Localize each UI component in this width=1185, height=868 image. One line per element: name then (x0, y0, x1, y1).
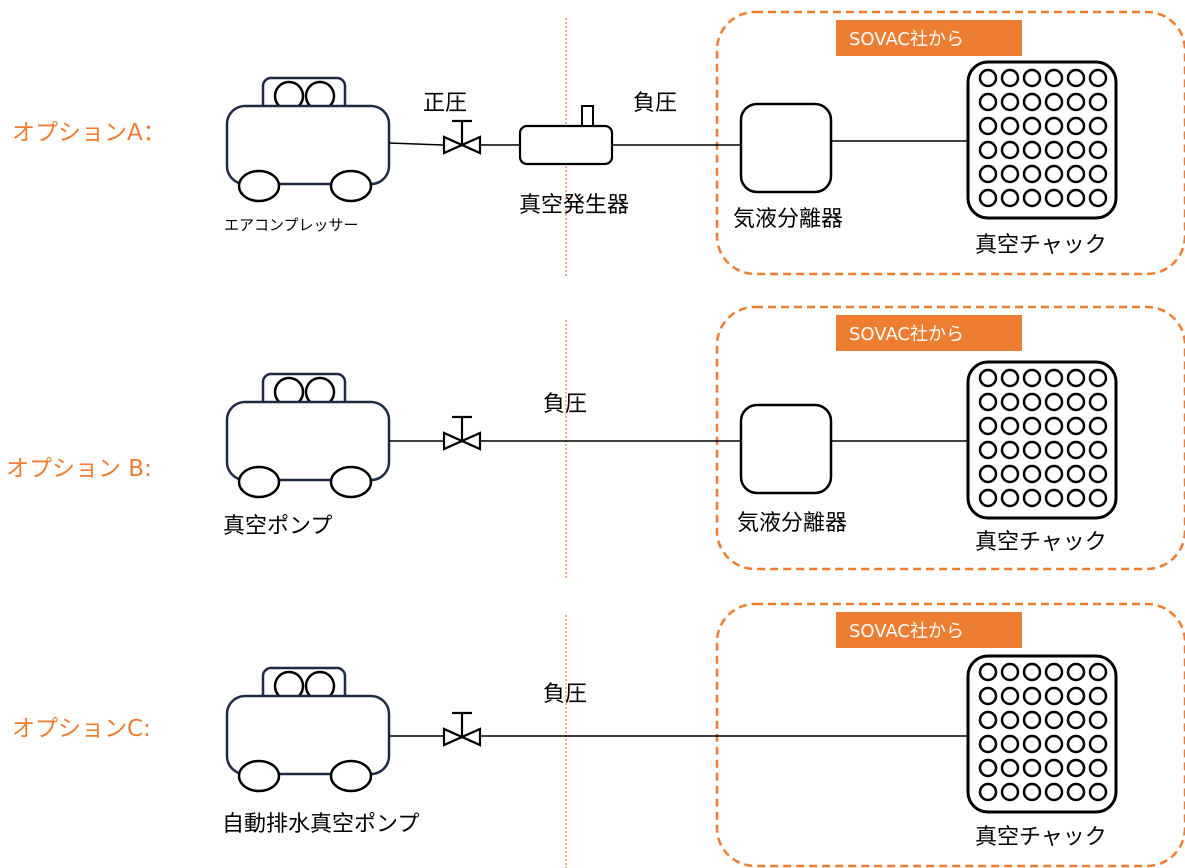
vacuum-pump-icon (225, 372, 391, 499)
option-b-row: オプション B: SOVAC社から 真空ポンプ 負圧 気液分離器 真空チャック (6, 305, 1185, 571)
positive-pressure-label: 正圧 (423, 91, 467, 116)
separator-a-label: 気液分離器 (733, 207, 843, 232)
vacuum-chuck-b-label: 真空チャック (975, 530, 1107, 555)
valve-b-icon (442, 415, 482, 451)
sovac-badge-c (836, 612, 1022, 648)
sovac-region-b (715, 305, 1185, 571)
vacuum-generator-port-icon (581, 105, 594, 127)
option-c-label: オプションC: (12, 716, 151, 742)
sovac-region-a (715, 10, 1185, 276)
option-a-label: オプションA： (12, 120, 166, 146)
auto-drain-vacuum-pump-icon (225, 666, 391, 793)
auto-drain-vacuum-pump-label: 自動排水真空ポンプ (222, 812, 419, 837)
negative-pressure-label-a: 負圧 (633, 91, 677, 116)
sovac-badge-c-text: SOVAC社から (849, 621, 964, 642)
pipe-a-1 (388, 142, 444, 146)
vacuum-chuck-b-icon (966, 360, 1118, 520)
valve-a-icon (442, 119, 482, 155)
option-b-label: オプション B: (6, 456, 152, 482)
vacuum-chuck-c-icon (966, 654, 1118, 814)
sovac-badge-b (836, 315, 1022, 351)
separator-a-icon (739, 102, 833, 194)
sovac-badge-a-text: SOVAC社から (849, 29, 964, 50)
sovac-region-c (715, 602, 1185, 868)
air-compressor-icon (225, 76, 391, 203)
valve-c-icon (442, 711, 482, 747)
vacuum-chuck-a-label: 真空チャック (975, 233, 1107, 258)
option-a-row: オプションA： SOVAC社から エアコンプレッサー 正圧 真空発生器 負圧 気… (12, 10, 1185, 276)
vacuum-chuck-a-icon (966, 60, 1118, 220)
sovac-badge-b-text: SOVAC社から (849, 324, 964, 345)
separator-b-label: 気液分離器 (737, 511, 847, 536)
vacuum-chuck-c-label: 真空チャック (975, 825, 1107, 850)
separator-b-icon (739, 403, 833, 495)
sovac-badge-a (836, 20, 1022, 56)
air-compressor-label: エアコンプレッサー (224, 216, 359, 234)
negative-pressure-label-c: 負圧 (543, 682, 587, 707)
negative-pressure-label-b: 負圧 (543, 392, 587, 417)
vacuum-generator-label: 真空発生器 (519, 193, 629, 218)
option-c-row: オプションC: SOVAC社から 自動排水真空ポンプ 負圧 真空チャック (12, 602, 1185, 868)
vacuum-pump-label: 真空ポンプ (223, 514, 332, 539)
vacuum-generator-icon (518, 124, 614, 166)
